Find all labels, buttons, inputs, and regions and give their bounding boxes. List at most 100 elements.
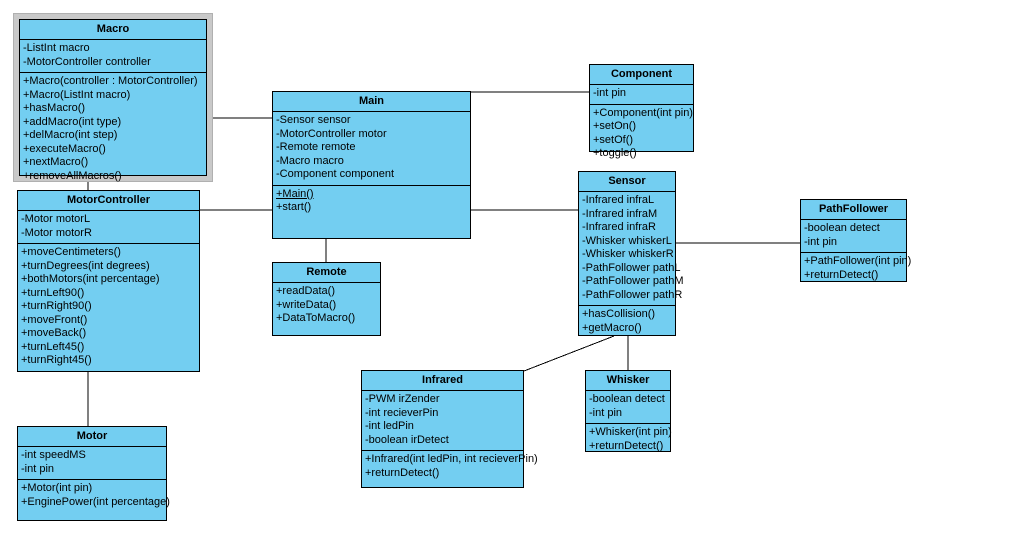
class-methods-sensor: +hasCollision() +getMacro()	[579, 306, 675, 338]
method-row: +turnRight90()	[21, 300, 92, 312]
class-methods-infrared: +Infrared(int ledPin, int recieverPin) +…	[362, 451, 538, 483]
attribute-row: -int pin	[593, 87, 627, 99]
class-attributes-motorcontroller: -Motor motorL -Motor motorR	[18, 211, 199, 244]
attribute-row: -Whisker whiskerR	[582, 248, 674, 260]
method-row: +Macro(ListInt macro)	[23, 88, 131, 101]
class-methods-main: +Main() +start()	[273, 186, 470, 218]
method-row: +Infrared(int ledPin, int recieverPin)	[365, 453, 538, 465]
method-row: +executeMacro()	[23, 142, 106, 155]
attribute-row: -PathFollower pathL	[582, 261, 681, 274]
attribute-row: -Whisker whiskerL	[582, 234, 672, 247]
method-row: +Whisker(int pin)	[589, 426, 672, 438]
attribute-row: -boolean irDetect	[365, 433, 449, 446]
method-row: +writeData()	[276, 298, 337, 311]
attribute-row: -int ledPin	[365, 420, 414, 432]
method-row: +moveCentimeters()	[21, 246, 121, 258]
attribute-row: -Remote remote	[276, 141, 356, 153]
method-row: +turnRight45()	[21, 354, 92, 366]
attribute-row: -Macro macro	[276, 154, 344, 167]
method-row: +Macro(controller : MotorController)	[23, 75, 198, 87]
method-row: +turnDegrees(int degrees)	[21, 259, 150, 272]
class-title-pathfollower: PathFollower	[801, 200, 906, 220]
link-sensor-infrared	[523, 335, 615, 372]
class-methods-remote: +readData() +writeData() +DataToMacro()	[273, 283, 380, 329]
class-methods-whisker: +Whisker(int pin) +returnDetect()	[586, 424, 672, 456]
class-methods-component: +Component(int pin) +setOn() +setOf() +t…	[590, 105, 693, 164]
class-attributes-main: -Sensor sensor -MotorController motor -R…	[273, 112, 470, 186]
attribute-row: -Motor motorR	[21, 226, 92, 239]
attribute-row: -Component component	[276, 168, 395, 180]
attribute-row: -Infrared infraR	[582, 221, 656, 233]
class-box-motorcontroller[interactable]: MotorController -Motor motorL -Motor mot…	[17, 190, 200, 372]
attribute-row: -MotorController motor	[276, 127, 387, 140]
method-row: +moveFront()	[21, 313, 88, 326]
method-row: +setOf()	[593, 133, 634, 146]
attribute-row: -Infrared infraL	[582, 194, 655, 206]
method-row: +PathFollower(int pin)	[804, 255, 912, 267]
class-methods-pathfollower: +PathFollower(int pin) +returnDetect()	[801, 253, 912, 285]
class-box-motor[interactable]: Motor -int speedMS -int pin +Motor(int p…	[17, 426, 170, 521]
method-row: +Motor(int pin)	[21, 482, 93, 494]
class-attributes-infrared: -PWM irZender -int recieverPin -int ledP…	[362, 391, 523, 451]
class-attributes-sensor: -Infrared infraL -Infrared infraM -Infra…	[579, 192, 684, 306]
class-title-macro: Macro	[20, 20, 206, 40]
attribute-row: -boolean detect	[589, 393, 665, 405]
method-row: +setOn()	[593, 120, 637, 132]
class-methods-motorcontroller: +moveCentimeters() +turnDegrees(int degr…	[18, 244, 199, 371]
class-box-infrared[interactable]: Infrared -PWM irZender -int recieverPin …	[361, 370, 538, 488]
attribute-row: -boolean detect	[804, 222, 880, 234]
class-methods-motor: +Motor(int pin) +EnginePower(int percent…	[18, 480, 170, 512]
method-row-static: +Main()	[276, 187, 314, 200]
class-title-sensor: Sensor	[579, 172, 675, 192]
method-row: +Component(int pin)	[593, 106, 693, 119]
class-box-sensor[interactable]: Sensor -Infrared infraL -Infrared infraM…	[578, 171, 684, 338]
attribute-row: -int pin	[21, 462, 55, 475]
method-row: +bothMotors(int percentage)	[21, 273, 160, 285]
attribute-row: -PWM irZender	[365, 393, 440, 405]
class-box-main[interactable]: Main -Sensor sensor -MotorController mot…	[272, 91, 471, 239]
class-attributes-macro: -ListInt macro -MotorController controll…	[20, 40, 206, 73]
method-row: +moveBack()	[21, 327, 87, 339]
class-attributes-whisker: -boolean detect -int pin	[586, 391, 670, 424]
method-row: +EnginePower(int percentage)	[21, 495, 170, 508]
method-row: +getMacro()	[582, 321, 642, 334]
method-row: +removeAllMacros()	[23, 169, 122, 182]
method-row: +nextMacro()	[23, 156, 89, 168]
attribute-row: -Motor motorL	[21, 213, 91, 225]
method-row: +readData()	[276, 285, 336, 297]
class-title-motor: Motor	[18, 427, 166, 447]
class-title-infrared: Infrared	[362, 371, 523, 391]
class-attributes-motor: -int speedMS -int pin	[18, 447, 166, 480]
method-row: +toggle()	[593, 147, 637, 159]
class-box-whisker[interactable]: Whisker -boolean detect -int pin +Whiske…	[585, 370, 672, 452]
attribute-row: -Sensor sensor	[276, 114, 351, 126]
attribute-row: -ListInt macro	[23, 42, 90, 54]
method-row: +returnDetect()	[804, 268, 879, 281]
method-row: +hasMacro()	[23, 102, 86, 114]
class-title-main: Main	[273, 92, 470, 112]
class-box-remote[interactable]: Remote +readData() +writeData() +DataToM…	[272, 262, 381, 336]
attribute-row: -PathFollower pathM	[582, 275, 684, 287]
class-title-component: Component	[590, 65, 693, 85]
method-row: +delMacro(int step)	[23, 129, 118, 141]
method-row: +addMacro(int type)	[23, 115, 122, 128]
attribute-row: -Infrared infraM	[582, 207, 658, 220]
attribute-row: -MotorController controller	[23, 55, 151, 68]
class-box-component[interactable]: Component -int pin +Component(int pin) +…	[589, 64, 694, 159]
class-box-pathfollower[interactable]: PathFollower -boolean detect -int pin +P…	[800, 199, 912, 285]
class-methods-macro: +Macro(controller : MotorController) +Ma…	[20, 73, 206, 186]
attribute-row: -PathFollower pathR	[582, 288, 683, 301]
method-row: +hasCollision()	[582, 308, 656, 320]
method-row: +returnDetect()	[365, 466, 440, 479]
class-title-remote: Remote	[273, 263, 380, 283]
method-row: +DataToMacro()	[276, 312, 356, 324]
class-box-macro[interactable]: Macro -ListInt macro -MotorController co…	[19, 19, 207, 182]
attribute-row: -int recieverPin	[365, 406, 439, 419]
method-row: +turnLeft45()	[21, 340, 85, 353]
attribute-row: -int pin	[589, 406, 623, 419]
method-row: +turnLeft90()	[21, 286, 85, 299]
attribute-row: -int speedMS	[21, 449, 86, 461]
class-title-whisker: Whisker	[586, 371, 670, 391]
class-attributes-component: -int pin	[590, 85, 693, 105]
